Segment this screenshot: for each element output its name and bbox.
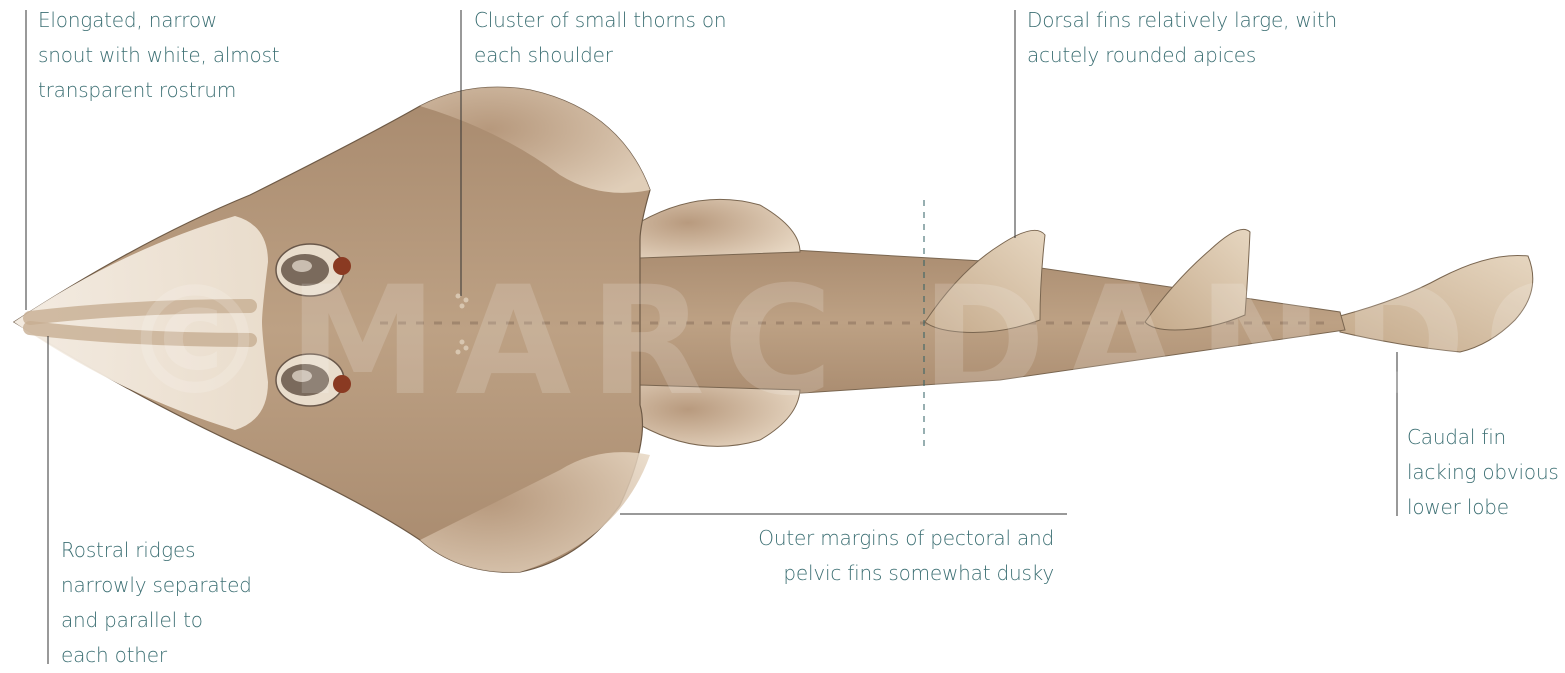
annotation-line: each shoulder: [474, 38, 726, 73]
annotation-caudal-fin: Caudal fin lacking obvious lower lobe: [1407, 420, 1559, 525]
annotation-line: transparent rostrum: [38, 73, 279, 108]
annotation-dorsal-fins: Dorsal fins relatively large, with acute…: [1027, 3, 1337, 73]
annotation-line: narrowly separated: [61, 568, 252, 603]
dorsal-fin-second: [1145, 229, 1250, 330]
pelvic-fin-lower: [640, 385, 800, 446]
annotation-line: acutely rounded apices: [1027, 38, 1337, 73]
annotation-thorns: Cluster of small thorns on each shoulder: [474, 3, 726, 73]
caudal-fin: [1340, 255, 1533, 352]
annotation-line: pelvic fins somewhat dusky: [700, 556, 1054, 591]
annotation-line: Cluster of small thorns on: [474, 3, 726, 38]
annotation-line: Rostral ridges: [61, 533, 252, 568]
annotation-line: Elongated, narrow: [38, 3, 279, 38]
annotation-line: Outer margins of pectoral and: [700, 521, 1054, 556]
annotation-line: and parallel to: [61, 603, 252, 638]
annotation-rostral-ridges: Rostral ridges narrowly separated and pa…: [61, 533, 252, 673]
annotation-line: lower lobe: [1407, 490, 1559, 525]
annotation-line: lacking obvious: [1407, 455, 1559, 490]
annotation-line: each other: [61, 638, 252, 673]
annotation-snout: Elongated, narrow snout with white, almo…: [38, 3, 279, 108]
pelvic-fin-upper: [640, 199, 800, 258]
annotation-fin-margins: Outer margins of pectoral and pelvic fin…: [700, 521, 1054, 591]
annotation-line: Dorsal fins relatively large, with: [1027, 3, 1337, 38]
annotation-line: Caudal fin: [1407, 420, 1559, 455]
annotation-line: snout with white, almost: [38, 38, 279, 73]
